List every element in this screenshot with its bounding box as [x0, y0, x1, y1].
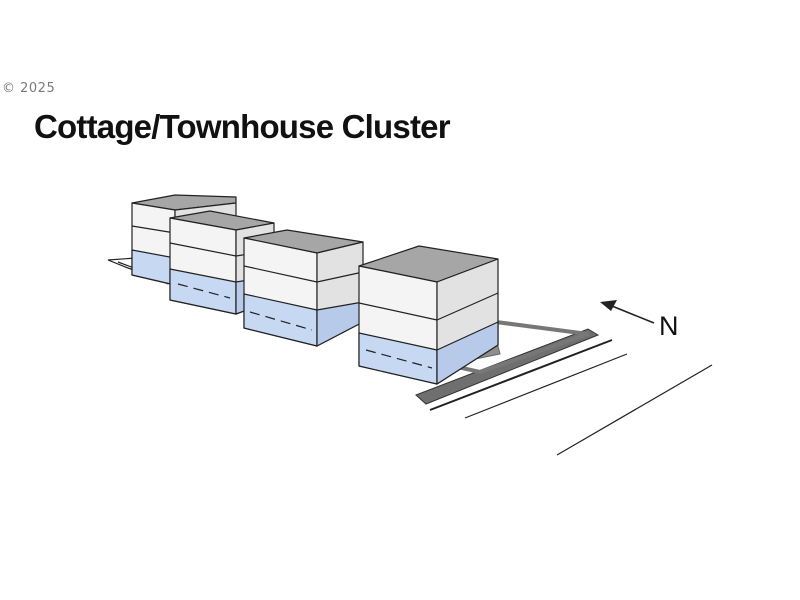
- townhouse-4-dash: [365, 349, 433, 369]
- townhouse-4-side-floor-line: [436, 292, 499, 321]
- townhouse-3-side-floor-line: [316, 271, 364, 283]
- page-title: Cottage/Townhouse Cluster: [34, 108, 451, 145]
- townhouse-3: [243, 229, 364, 347]
- townhouse-2-dash: [177, 283, 231, 299]
- townhouse-3-ground-side: [316, 301, 364, 347]
- street-line-3: [556, 364, 713, 456]
- townhouse-4-ground-side: [436, 321, 499, 385]
- townhouse-1-floor-line: [131, 225, 176, 234]
- street-line-1: [429, 339, 613, 411]
- townhouse-3-floor-line: [243, 265, 318, 283]
- townhouse-3-dash: [249, 311, 313, 331]
- copyright-notice: © 2025: [2, 81, 56, 96]
- townhouse-4-floor-line: [358, 302, 438, 321]
- townhouse-2-floor-line: [169, 242, 237, 257]
- street-line-2: [464, 353, 628, 419]
- north-label: N: [659, 311, 679, 341]
- north-arrow-icon: [600, 300, 655, 324]
- townhouse-4: [358, 245, 499, 385]
